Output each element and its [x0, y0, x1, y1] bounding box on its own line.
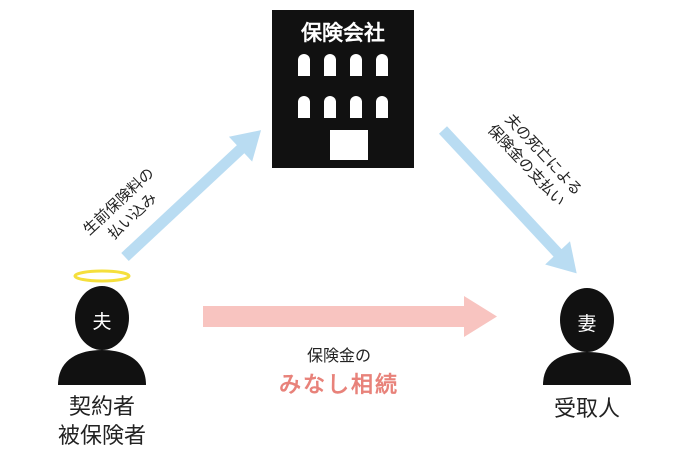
building-icon — [272, 10, 414, 168]
inheritance-label-line1: 保険金の — [307, 346, 371, 365]
wife-figure-icon — [543, 288, 631, 385]
husband-role-line2: 被保険者 — [58, 424, 146, 449]
husband-figure-icon — [58, 286, 146, 385]
wife-role: 受取人 — [554, 397, 620, 422]
company-label: 保険会社 — [300, 21, 385, 45]
wife-badge: 妻 — [577, 313, 596, 335]
payout-arrow — [438, 126, 577, 274]
husband-role-line1: 契約者 — [69, 395, 135, 420]
inheritance-label-line2: みなし相続 — [279, 372, 399, 398]
husband-badge: 夫 — [92, 311, 111, 333]
halo-icon — [73, 269, 131, 283]
premium-label: 生前保険料の 払い込み — [80, 164, 161, 243]
inheritance-arrow — [203, 296, 497, 337]
premium-arrow — [121, 130, 262, 262]
